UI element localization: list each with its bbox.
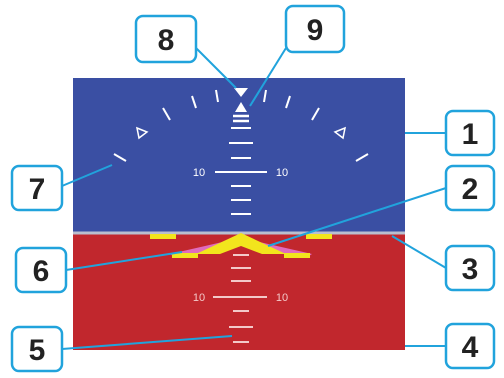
callout-number-6: 6 (33, 255, 50, 288)
leader-2 (267, 187, 447, 247)
bank-scale (113, 89, 369, 162)
callout-9: 9 (284, 4, 346, 54)
bank-tick-right-30 (311, 107, 320, 121)
callout-number-5: 5 (29, 334, 46, 367)
bank-tick-left-20 (191, 95, 197, 109)
callout-2: 2 (444, 164, 496, 212)
pitch-ladder-upper (215, 127, 267, 215)
callout-1: 1 (444, 109, 496, 157)
callout-3: 3 (444, 244, 496, 292)
bank-tick-left-10 (215, 89, 219, 103)
pitch-ladder-lower (213, 254, 267, 343)
callout-number-8: 8 (158, 24, 175, 57)
leader-8 (195, 47, 237, 89)
bank-tick-right-10 (263, 89, 267, 103)
bank-tick-left-60 (113, 153, 127, 162)
bank-tick-left-30 (162, 107, 171, 121)
bank-tick-right-20 (285, 95, 291, 109)
triangle-pointer-icon (235, 102, 247, 112)
callout-number-9: 9 (307, 14, 324, 47)
leader-7 (61, 164, 113, 187)
callout-number-2: 2 (462, 173, 479, 206)
aircraft-wing-right-bar (284, 253, 310, 258)
callout-number-1: 1 (462, 118, 479, 151)
callout-5: 5 (10, 325, 64, 373)
bank-tick-right-60 (355, 153, 369, 162)
wing-reference-right (306, 234, 332, 239)
pitch-label-upper-left: 10 (193, 167, 205, 179)
leader-5 (61, 335, 233, 350)
wing-reference-left (150, 234, 176, 239)
aircraft-wing-left-bar (172, 253, 198, 258)
leader-6 (65, 251, 183, 271)
callout-4: 4 (444, 322, 496, 370)
pitch-label-upper-right: 10 (276, 167, 288, 179)
pitch-label-lower-right: 10 (276, 292, 288, 304)
callout-number-4: 4 (462, 331, 479, 364)
callout-number-7: 7 (29, 173, 46, 206)
pitch-label-lower-left: 10 (193, 292, 205, 304)
leader-9 (249, 47, 287, 107)
yellow-aircraft-wings-icon (196, 233, 286, 254)
callout-8: 8 (134, 14, 198, 64)
callout-6: 6 (14, 246, 68, 294)
bank-tick-right-45-icon (333, 126, 347, 140)
inverted-triangle-icon (234, 88, 248, 97)
callout-7: 7 (10, 164, 64, 212)
leader-3 (391, 235, 447, 269)
callout-number-3: 3 (462, 253, 479, 286)
sky-area (73, 78, 405, 233)
ground-area (73, 233, 405, 350)
bank-tick-left-45-icon (135, 126, 149, 140)
